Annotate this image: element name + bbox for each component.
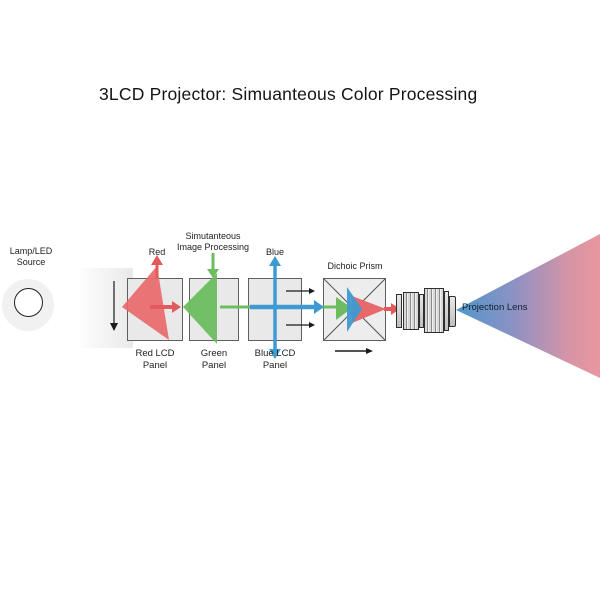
red-lcd-panel xyxy=(127,278,183,341)
lens-ring xyxy=(419,294,424,328)
lens-mount-plate xyxy=(396,294,402,328)
blue-panel-label: Blue LCD Panel xyxy=(254,348,296,371)
black-arrow-prism-head xyxy=(366,348,373,354)
projection-lens-label: Projection Lens xyxy=(462,302,528,313)
lens-front-ring xyxy=(444,291,449,331)
black-arrow-lower-head xyxy=(309,322,315,328)
dichroic-prism xyxy=(323,278,386,341)
black-arrow-upper-head xyxy=(309,288,315,294)
lamp-light-beam xyxy=(80,268,133,348)
processing-label: Simutanteous Image Processing xyxy=(176,231,250,252)
lamp-label: Lamp/LED Source xyxy=(9,246,53,267)
red-light-label: Red xyxy=(148,247,166,257)
green-lcd-panel xyxy=(189,278,239,341)
green-panel-label: Green Panel xyxy=(200,348,228,371)
lens-ribbed-section-large xyxy=(424,288,444,333)
prism-label: Dichoic Prism xyxy=(327,261,383,271)
page-title: 3LCD Projector: Simuanteous Color Proces… xyxy=(99,84,478,104)
red-panel-label: Red LCD Panel xyxy=(135,348,175,371)
lens-front-cap xyxy=(449,296,456,327)
blue-light-label: Blue xyxy=(265,247,284,257)
blue-lcd-panel xyxy=(248,278,302,341)
processing-down-arrowhead xyxy=(207,269,219,278)
lamp-bulb-icon xyxy=(14,288,43,317)
lens-ribbed-section-small xyxy=(403,292,419,330)
